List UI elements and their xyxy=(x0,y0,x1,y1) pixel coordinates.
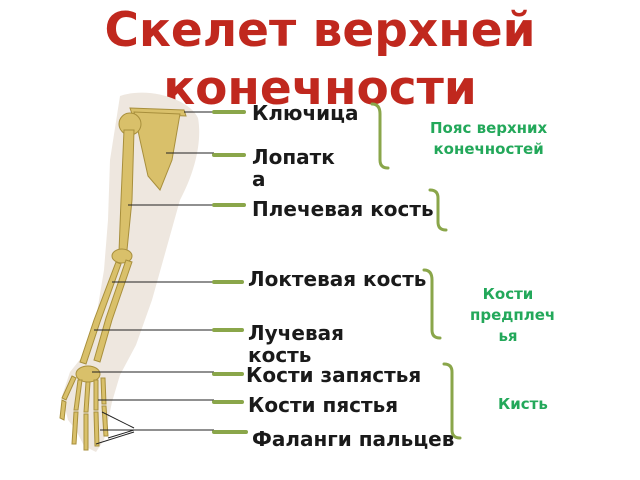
metacarpal-4 xyxy=(100,377,107,405)
label-phalanges: Фаланги пальцев xyxy=(252,427,455,451)
page-title: Скелет верхней конечности xyxy=(0,2,640,122)
group-forearm-line-2: предплеч xyxy=(470,306,556,324)
leader-lines xyxy=(92,111,214,445)
label-ulna: Локтевая кость xyxy=(248,267,427,291)
label-radius-part-2: кость xyxy=(248,343,312,367)
label-metacarpals: Кости пястья xyxy=(248,393,399,417)
metacarpal-3 xyxy=(93,379,99,411)
bracket-hand xyxy=(442,362,462,440)
radius-bone xyxy=(79,261,122,365)
group-forearm-line-1: Кости xyxy=(482,285,534,303)
label-scapula-part-2: а xyxy=(252,167,266,191)
phalanx-3 xyxy=(93,411,100,447)
elbow-joint xyxy=(111,248,133,264)
scapula-bone xyxy=(133,111,181,191)
title-line-1: Скелет верхней xyxy=(104,3,536,58)
leader-phalanges-fan-1 xyxy=(101,411,135,429)
metacarpal-thumb xyxy=(61,375,77,401)
arm-skin-outline xyxy=(62,92,200,452)
label-radius-part-1: Лучевая xyxy=(248,321,344,345)
bracket-humerus xyxy=(428,188,448,232)
label-scapula: Лопатк а xyxy=(252,146,335,190)
bones xyxy=(59,107,187,451)
phalanx-thumb xyxy=(59,399,67,421)
title-line-2: конечности xyxy=(163,61,477,116)
leader-phalanges-fan-3 xyxy=(95,431,135,445)
phalanx-2 xyxy=(83,413,89,451)
group-label-hand: Кисть xyxy=(498,395,548,413)
group-label-girdle: Пояс верхних конечностей xyxy=(430,118,547,160)
label-humerus: Плечевая кость xyxy=(252,197,434,221)
label-clavicle: Ключица xyxy=(252,101,359,125)
arm-silhouette xyxy=(62,92,200,452)
label-radius: Лучевая кость xyxy=(248,322,344,366)
label-scapula-part-1: Лопатк xyxy=(252,145,335,169)
group-girdle-line-1: Пояс верхних xyxy=(430,119,548,137)
label-carpals: Кости запястья xyxy=(246,363,422,387)
ulna-bone xyxy=(93,259,133,363)
phalanx-4 xyxy=(101,405,109,437)
bracket-girdle xyxy=(370,102,390,170)
metacarpal-2 xyxy=(83,381,91,413)
bracket-forearm xyxy=(422,268,442,340)
group-brackets xyxy=(370,102,462,440)
group-label-forearm: Кости предплеч ья xyxy=(470,284,556,347)
label-connectors xyxy=(212,110,248,434)
group-forearm-line-3: ья xyxy=(498,327,518,345)
metacarpal-1 xyxy=(73,379,83,411)
group-girdle-line-2: конечностей xyxy=(433,140,544,158)
phalanx-1 xyxy=(71,411,79,445)
leader-phalanges-fan-2 xyxy=(107,429,135,439)
